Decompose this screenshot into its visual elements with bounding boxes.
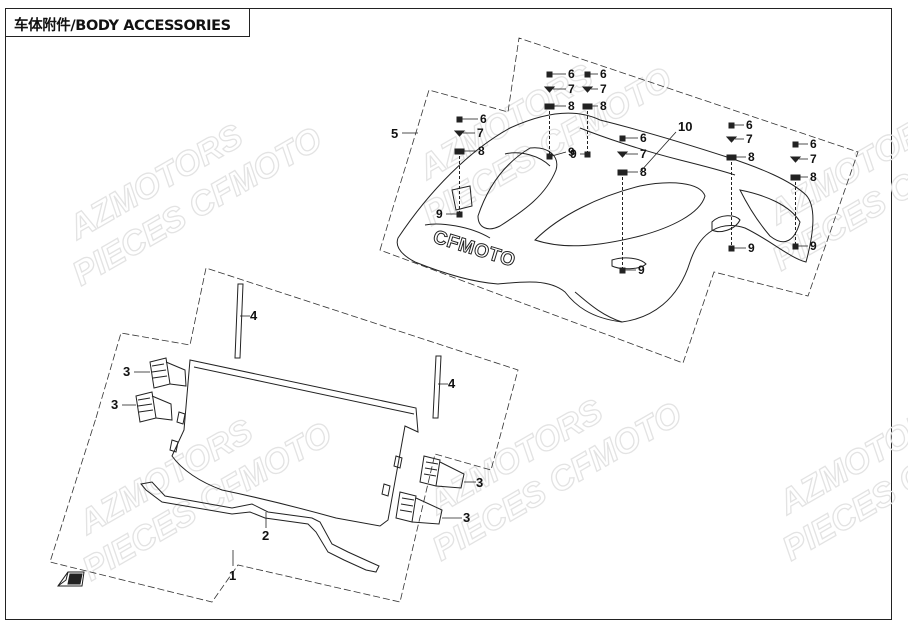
- label-4: 4: [448, 376, 456, 391]
- watermark-left-bottom: AZMOTORS PIECES CFMOTO: [71, 411, 339, 589]
- fastener-stack-e: [725, 122, 738, 252]
- label-6: 6: [480, 112, 487, 126]
- label-3: 3: [123, 364, 130, 379]
- label-8: 8: [568, 99, 575, 113]
- label-8: 8: [748, 150, 755, 164]
- label-7: 7: [810, 152, 817, 166]
- upper-part-labels: 5 6 7 8 9 6 7 8 9 6 7 8 9 6 7 8 9 10 6 7…: [391, 67, 817, 277]
- lower-group-boundary: [49, 267, 519, 603]
- label-2: 2: [262, 528, 269, 543]
- label-9: 9: [568, 145, 575, 159]
- label-9: 9: [638, 263, 645, 277]
- label-9: 9: [436, 207, 443, 221]
- lower-leader-lines: [122, 315, 476, 566]
- label-8: 8: [640, 165, 647, 179]
- page-title: 车体附件/BODY ACCESSORIES: [14, 18, 231, 34]
- upper-leader-lines: [402, 73, 808, 271]
- label-8: 8: [600, 99, 607, 113]
- lower-bar: [140, 481, 380, 573]
- label-3: 3: [476, 475, 483, 490]
- label-7: 7: [746, 132, 753, 146]
- fastener-stack-a: [453, 116, 466, 218]
- orientation-arrow-icon: [57, 571, 85, 587]
- label-3: 3: [463, 510, 470, 525]
- watermark-center-top: AZMOTORS PIECES CFMOTO: [411, 56, 679, 234]
- label-8: 8: [810, 170, 817, 184]
- front-body-panel: [396, 112, 814, 323]
- watermark-group: AZMOTORS PIECES CFMOTO AZMOTORS PIECES C…: [61, 56, 908, 589]
- label-7: 7: [600, 82, 607, 96]
- label-8: 8: [478, 144, 485, 158]
- fastener-stack-c: [581, 71, 594, 158]
- watermark-left-top: AZMOTORS PIECES CFMOTO: [61, 116, 329, 294]
- label-6: 6: [600, 67, 607, 81]
- label-6: 6: [568, 67, 575, 81]
- label-7: 7: [477, 126, 484, 140]
- drawing-frame: [5, 8, 892, 620]
- label-6: 6: [640, 131, 647, 145]
- upper-group-boundary: [379, 37, 859, 364]
- cfmoto-logo-text: CFMOTO: [431, 227, 518, 272]
- fastener-stack-b: [543, 71, 556, 160]
- lower-part-labels: 4 4 3 3 3 3 2 1: [111, 308, 483, 583]
- label-6: 6: [746, 118, 753, 132]
- label-1: 1: [229, 568, 236, 583]
- fastener-stack-d: [616, 135, 629, 274]
- label-7: 7: [640, 147, 647, 161]
- fastener-stacks: [453, 71, 802, 274]
- label-9: 9: [570, 147, 577, 161]
- fastener-stack-f: [789, 141, 802, 250]
- label-4: 4: [250, 308, 258, 323]
- bracket-mid-right: [419, 455, 465, 489]
- label-6: 6: [810, 137, 817, 151]
- clamp-brackets: [135, 357, 465, 525]
- label-10: 10: [678, 119, 692, 134]
- label-9: 9: [810, 239, 817, 253]
- bracket-bottom-left: [135, 391, 173, 423]
- windshield-plate: [169, 359, 419, 527]
- label-3: 3: [111, 397, 118, 412]
- label-7: 7: [568, 82, 575, 96]
- watermark-right-bottom: AZMOTORS PIECES CFMOTO: [771, 391, 908, 569]
- label-5: 5: [391, 126, 398, 141]
- cfmoto-logo: CFMOTO: [430, 226, 518, 272]
- rod-left: [234, 283, 244, 359]
- bracket-low-right: [395, 491, 443, 525]
- bracket-top-left: [149, 357, 187, 389]
- label-9: 9: [748, 241, 755, 255]
- rod-right: [432, 355, 442, 419]
- title-box: 车体附件/BODY ACCESSORIES: [5, 8, 250, 37]
- support-rods: [234, 283, 442, 419]
